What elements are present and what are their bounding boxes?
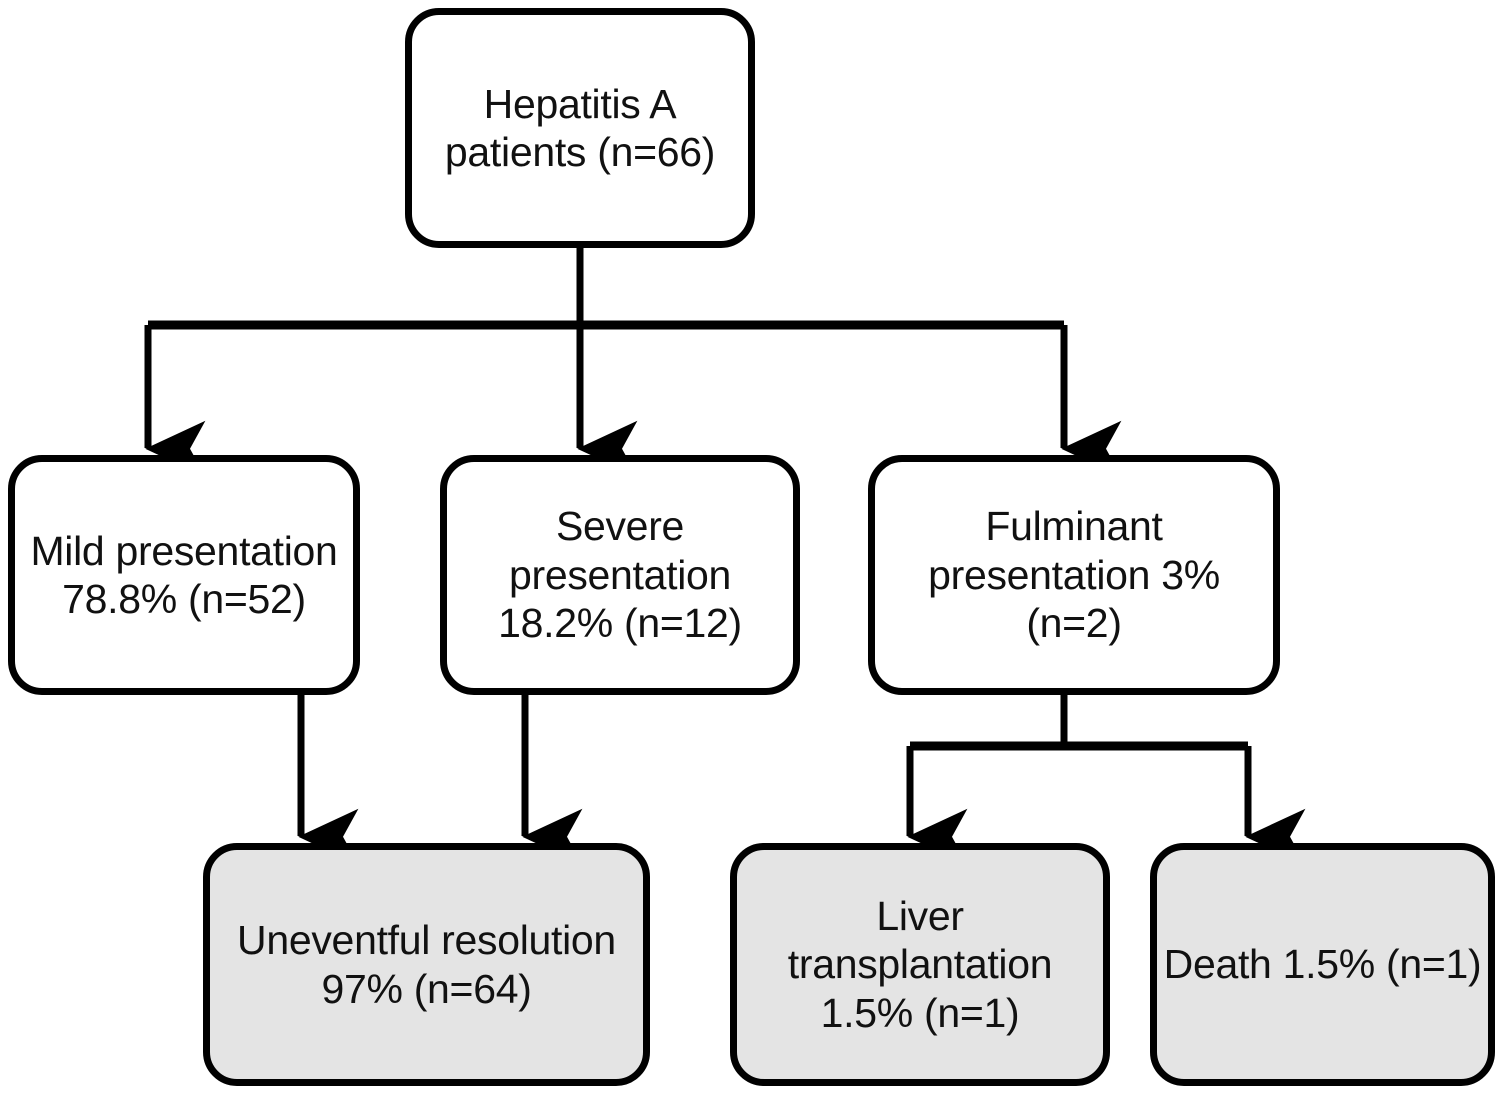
node-uneventful-resolution[interactable]: Uneventful resolution 97% (n=64) — [203, 843, 650, 1086]
node-mild-presentation-label: Mild presentation 78.8% (n=52) — [30, 527, 338, 622]
node-death[interactable]: Death 1.5% (n=1) — [1150, 843, 1495, 1086]
node-hepatitis-a-patients-label: Hepatitis A patients (n=66) — [444, 80, 716, 175]
node-severe-presentation-label: Severe presentation 18.2% (n=12) — [498, 503, 742, 647]
node-liver-transplantation[interactable]: Liver transplantation 1.5% (n=1) — [730, 843, 1110, 1086]
node-severe-presentation[interactable]: Severe presentation 18.2% (n=12) — [440, 455, 800, 695]
node-uneventful-resolution-label: Uneventful resolution 97% (n=64) — [237, 917, 616, 1012]
node-hepatitis-a-patients[interactable]: Hepatitis A patients (n=66) — [405, 8, 755, 248]
node-fulminant-presentation-label: Fulminant presentation 3% (n=2) — [928, 503, 1220, 647]
node-liver-transplantation-label: Liver transplantation 1.5% (n=1) — [787, 892, 1053, 1036]
node-fulminant-presentation[interactable]: Fulminant presentation 3% (n=2) — [868, 455, 1280, 695]
node-mild-presentation[interactable]: Mild presentation 78.8% (n=52) — [8, 455, 360, 695]
node-death-label: Death 1.5% (n=1) — [1163, 941, 1482, 988]
